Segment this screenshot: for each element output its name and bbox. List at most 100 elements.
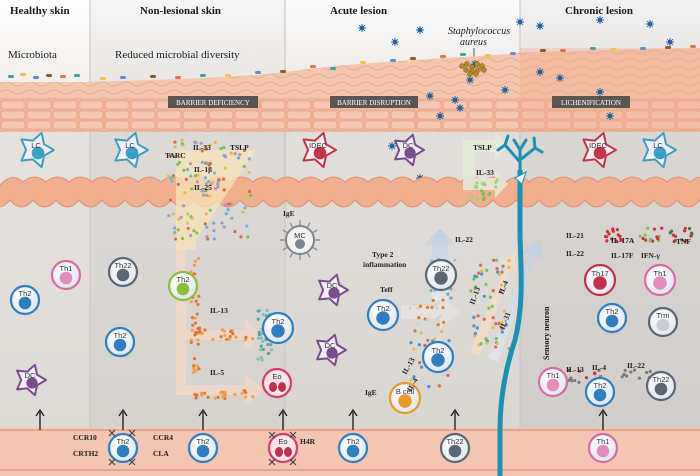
cytokine-dot <box>196 302 200 307</box>
microbe <box>360 61 366 64</box>
cytokine-dot <box>239 235 243 239</box>
staph-aureus-icon <box>596 16 604 24</box>
cytokine-dot <box>648 239 652 243</box>
cytokine-dot <box>221 395 225 399</box>
t-cell-th1: Th1 <box>50 259 82 291</box>
basal-layer <box>0 176 700 208</box>
cytokine-il1b: IL-1β <box>194 165 212 174</box>
cytokine-dot <box>177 217 181 221</box>
cytokine-dot <box>258 348 262 352</box>
cytokine-dot <box>442 320 446 324</box>
up-arrow-icon <box>598 408 608 430</box>
cytokine-dot <box>605 239 609 243</box>
ccr4-label: CCR4 <box>153 433 173 442</box>
staph-aureus-icon <box>556 74 564 82</box>
cytokine-dot <box>487 192 491 197</box>
microbe <box>46 74 52 77</box>
cytokine-dot <box>619 237 623 242</box>
staph-aureus-icon <box>391 38 399 46</box>
lichenified-layer <box>520 48 700 132</box>
cytokine-dot <box>179 215 183 219</box>
mast-cell: MC <box>280 220 320 260</box>
cytokine-dot <box>593 371 597 375</box>
cytokine-dot <box>223 155 228 159</box>
cytokine-dot <box>644 238 648 242</box>
cytokine-dot <box>202 391 207 395</box>
cytokine-dot <box>438 315 442 319</box>
cytokine-il33: IL-33 <box>193 143 211 152</box>
cytokine-dot <box>200 160 205 164</box>
cytokine-dot <box>192 263 197 267</box>
up-arrow-icon <box>450 408 460 430</box>
cytokine-dot <box>206 237 210 241</box>
cytokine-dot <box>190 316 195 320</box>
svg-text:DC: DC <box>403 141 414 150</box>
svg-text:Th1: Th1 <box>654 269 667 278</box>
cytokine-dot <box>194 299 198 303</box>
microbe <box>410 57 416 60</box>
microbe <box>280 70 286 73</box>
cytokine-dot <box>191 370 196 374</box>
cytokine-dot <box>441 298 445 302</box>
microbe <box>200 74 206 77</box>
t-cell-th2: Th2 <box>167 270 199 302</box>
receptor-icon <box>108 429 116 437</box>
cytokine-dot <box>172 226 177 230</box>
cytokine-dot <box>415 321 420 325</box>
cytokine-dot <box>472 315 476 319</box>
cytokine-dot <box>171 212 175 216</box>
cytokine-dot <box>186 212 190 216</box>
cytokine-dot <box>197 367 201 371</box>
cytokine-dot <box>192 366 196 371</box>
cytokine-dot <box>194 141 198 145</box>
cytokine-dots <box>166 138 694 401</box>
cytokine-dot <box>230 216 234 220</box>
cytokine-dot <box>213 396 217 400</box>
cytokine-dot <box>224 203 228 207</box>
cytokine-dot <box>189 338 193 342</box>
cytokine-dot <box>231 332 235 336</box>
cytokine-dot <box>474 285 478 289</box>
dendritic-cell-lc: LC <box>20 131 55 169</box>
dendritic-cell-idec: IDEC <box>302 131 337 169</box>
svg-text:Th2: Th2 <box>272 317 285 326</box>
cytokine-dot <box>475 181 479 185</box>
cytokine-dot <box>233 229 237 234</box>
microbe <box>33 76 39 79</box>
banner-barrier-disruption: BARRIER DISRUPTION <box>330 96 418 108</box>
cytokine-dot <box>427 384 431 389</box>
cytokine-dot <box>226 208 230 212</box>
dendritic-cell-dc: DC <box>318 273 349 307</box>
microbe <box>510 52 516 55</box>
cytokine-dot <box>192 364 196 368</box>
receptor-icon <box>268 431 276 439</box>
svg-text:LC: LC <box>125 141 135 150</box>
cytokine-dot <box>269 348 274 352</box>
cytokine-dot <box>501 264 505 268</box>
cytokine-dot <box>616 233 620 237</box>
cytokine-dot <box>243 389 247 393</box>
svg-text:Th2: Th2 <box>197 437 210 446</box>
teff-label: Teff <box>380 285 393 294</box>
cytokine-dot <box>657 234 661 239</box>
cytokine-dot <box>189 174 193 178</box>
cytokine-dot <box>623 369 627 373</box>
t-cell-th2: Th2 <box>107 432 139 464</box>
up-arrow-icon <box>348 408 358 430</box>
cytokine-dot <box>222 225 226 229</box>
cytokine-dot <box>652 227 657 231</box>
cytokine-dot <box>646 226 650 230</box>
cytokine-dot <box>492 258 496 262</box>
cytokine-dot <box>419 331 423 335</box>
svg-text:BARRIER DEFICIENCY: BARRIER DEFICIENCY <box>176 99 250 107</box>
cytokine-dot <box>269 342 273 347</box>
svg-text:Th2: Th2 <box>594 381 607 390</box>
cytokine-dot <box>440 329 444 334</box>
cytokine-dot <box>684 239 688 243</box>
cytokine-dot <box>607 232 611 236</box>
cytokine-dot <box>199 141 203 145</box>
h4r-label: H4R <box>300 437 316 446</box>
cytokine-dot <box>216 185 220 189</box>
cytokine-dot <box>180 142 184 146</box>
cytokine-dot <box>207 179 211 184</box>
